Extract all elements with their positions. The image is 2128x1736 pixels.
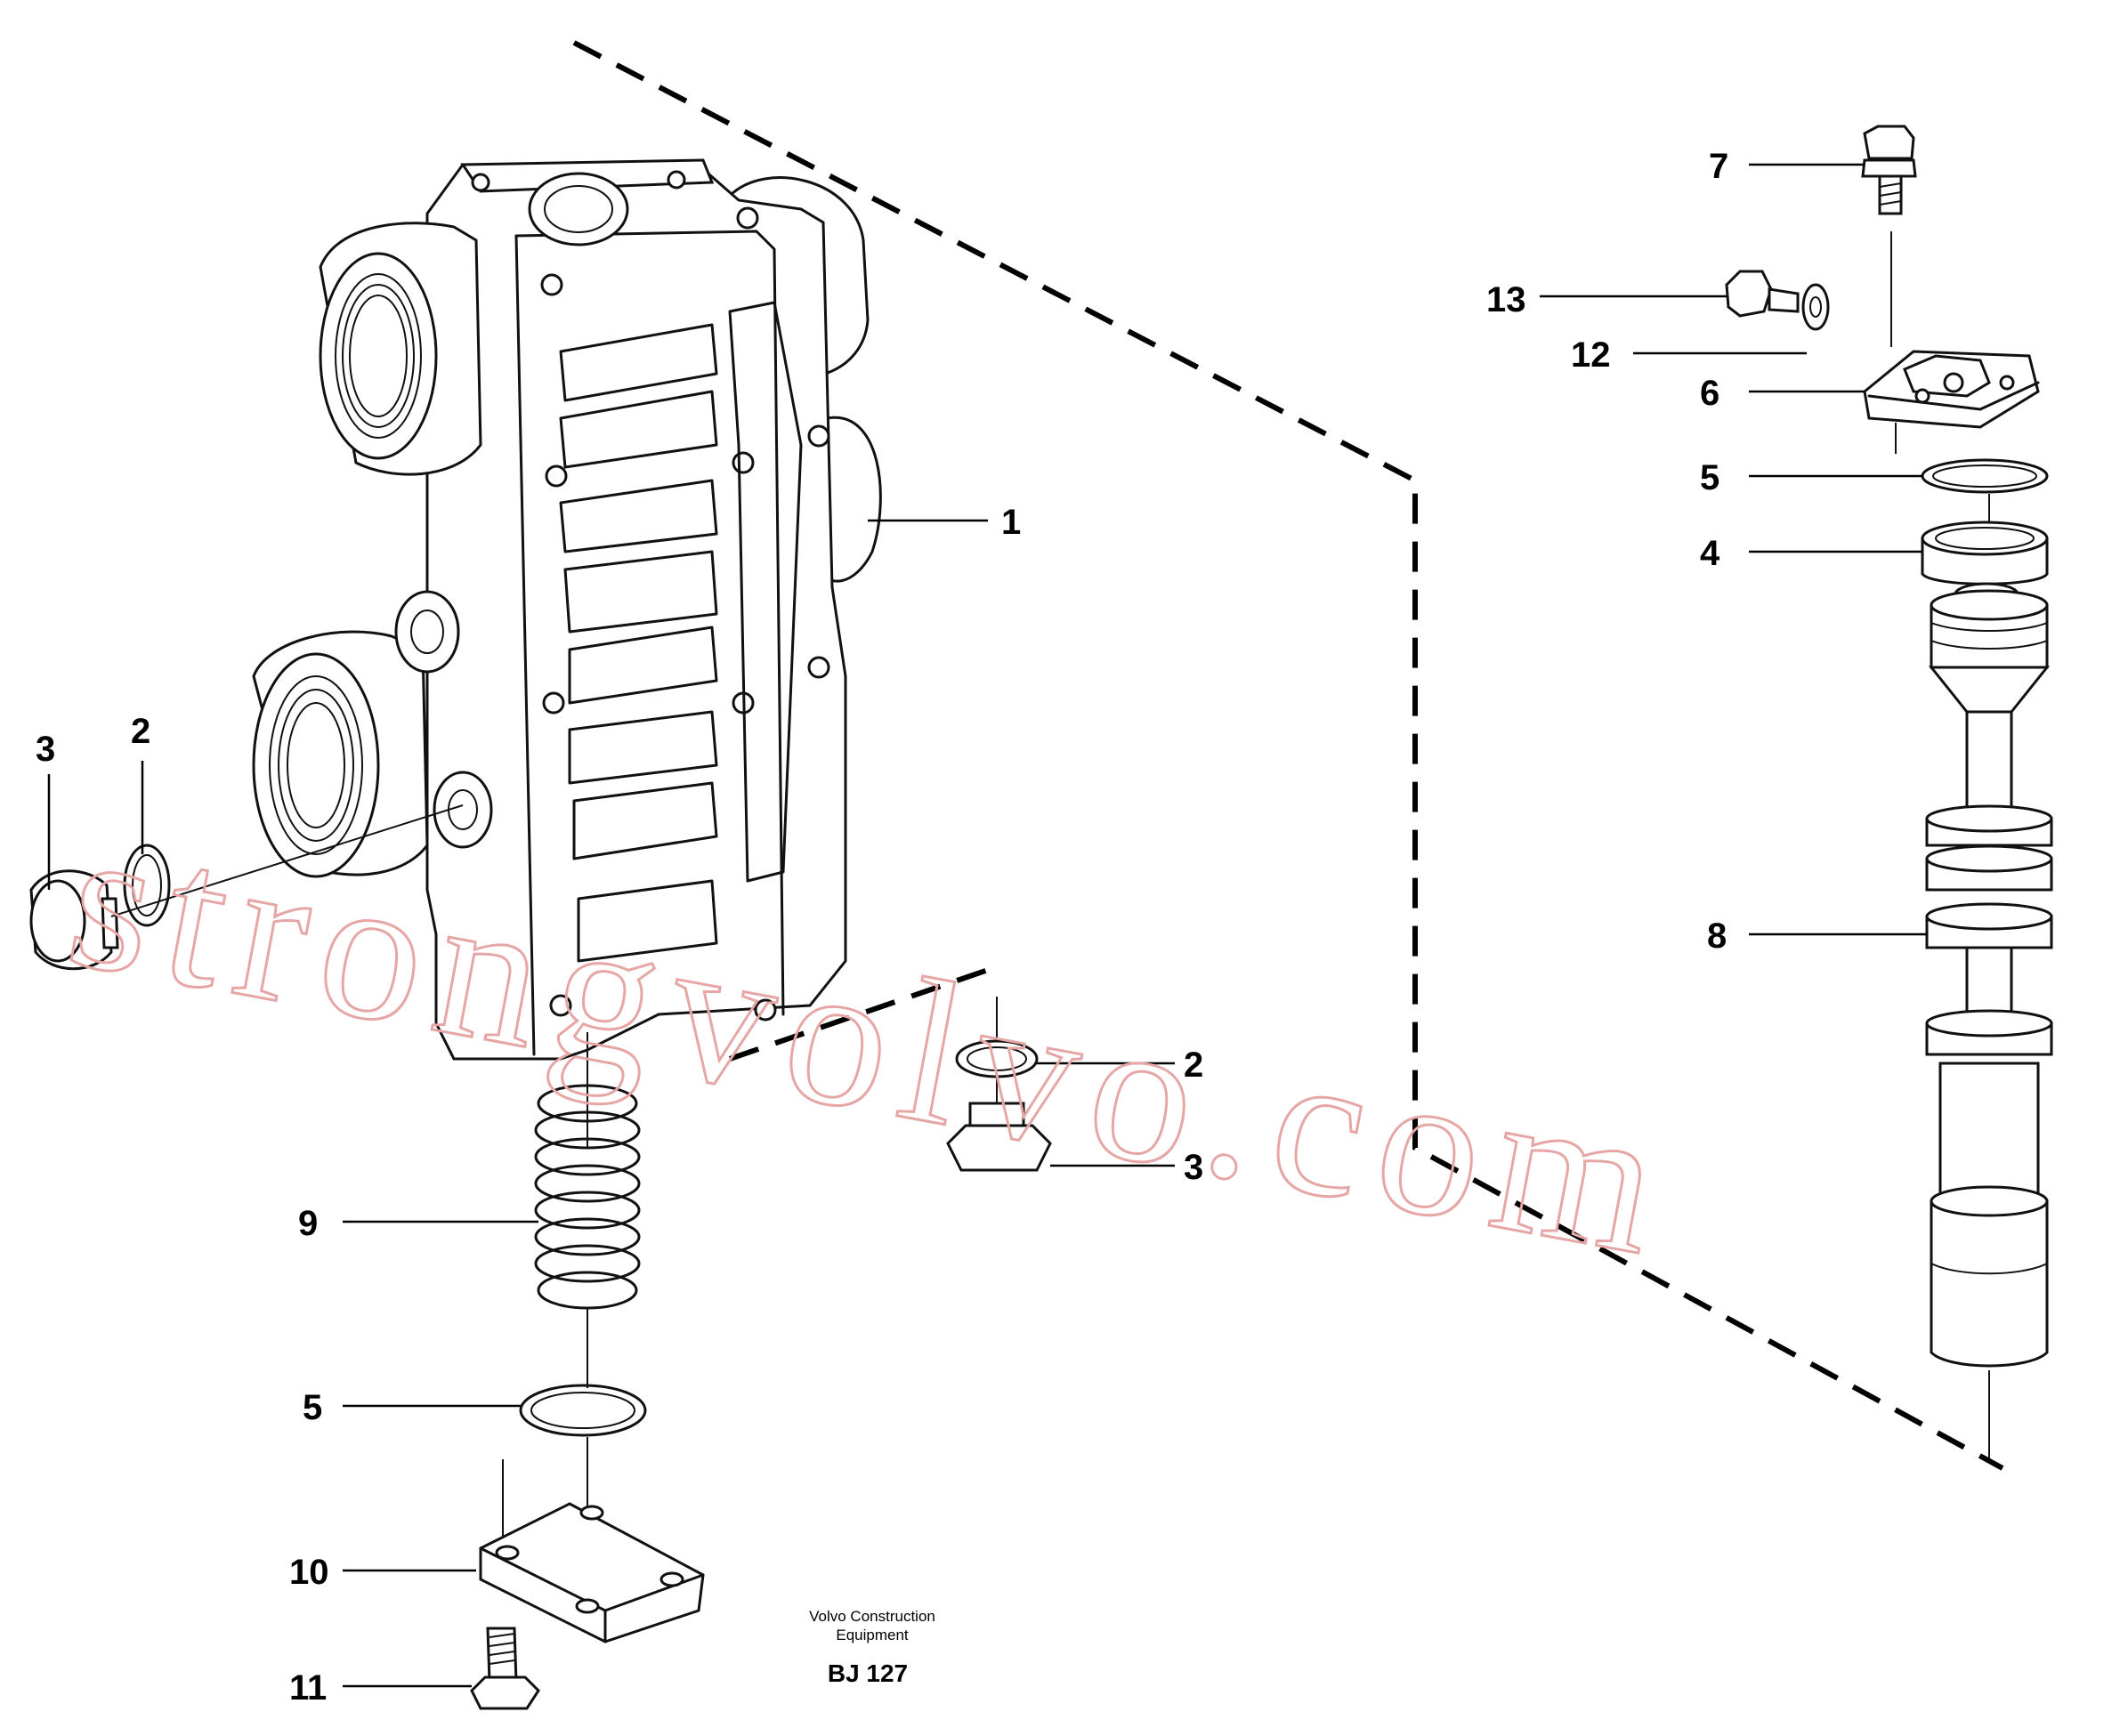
lower-cover (479, 1502, 705, 1643)
callout-4: 4 (1700, 534, 1720, 573)
callout-3-right: 3 (1184, 1148, 1203, 1187)
callout-12: 12 (1571, 335, 1611, 375)
valve-spool (1925, 582, 2053, 1459)
right-plug-and-seal (946, 997, 1052, 1172)
diagram-code: BJ 127 (828, 1659, 908, 1687)
callout-8: 8 (1707, 916, 1727, 956)
callout-1: 1 (1001, 503, 1021, 542)
spring (534, 1032, 641, 1388)
callout-6: 6 (1700, 374, 1719, 413)
lower-bolt (470, 1627, 540, 1710)
callout-5-left: 5 (303, 1388, 322, 1427)
callout-10: 10 (289, 1553, 329, 1592)
left-plug-and-seal (29, 804, 464, 971)
callout-2-right: 2 (1184, 1046, 1203, 1085)
callout-2-left: 2 (131, 712, 150, 751)
callout-13: 13 (1486, 280, 1526, 319)
assembly-dashed-line (572, 40, 2004, 1471)
callout-11: 11 (289, 1668, 327, 1708)
top-bolt (1861, 125, 1917, 347)
o-ring-upper (1921, 458, 2049, 525)
valve-cover-plate (1863, 350, 2040, 454)
callout-9: 9 (298, 1204, 318, 1243)
valve-housing (252, 158, 882, 1061)
callout-5-right: 5 (1700, 458, 1719, 497)
callout-7: 7 (1709, 147, 1728, 186)
leader-lines (47, 163, 1927, 1688)
piston-cup (1921, 521, 2049, 585)
caption-line-1: Volvo Construction (809, 1608, 935, 1625)
nut-and-washer (1725, 270, 1830, 331)
callout-3-left: 3 (36, 730, 55, 769)
caption-line-2: Equipment (836, 1627, 909, 1643)
